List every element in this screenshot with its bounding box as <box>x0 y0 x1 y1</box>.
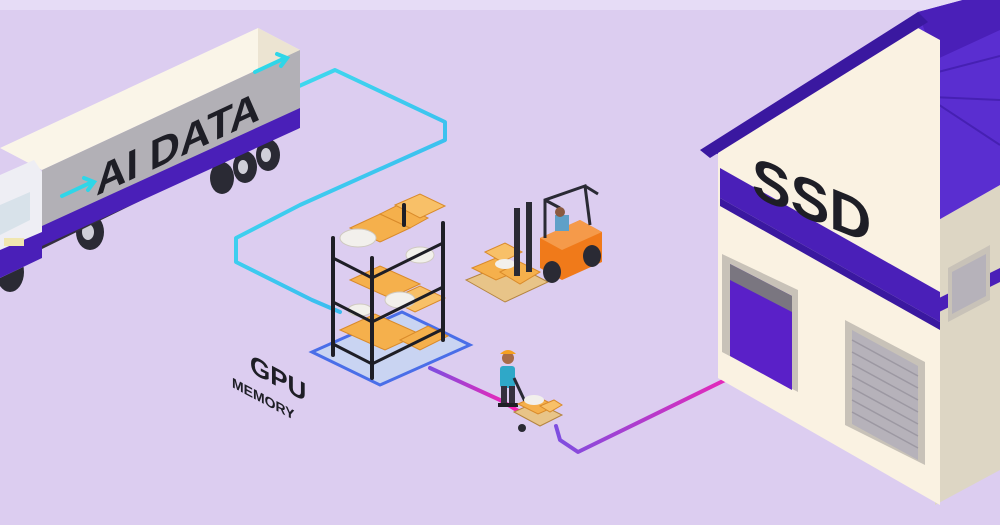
forklift-icon <box>464 183 602 303</box>
worker-icon <box>498 350 518 407</box>
truck-icon <box>0 28 300 292</box>
top-strip <box>0 0 1000 10</box>
data-path-cyan <box>234 68 447 314</box>
data-path-magenta <box>428 356 772 454</box>
shelf-rack-icon <box>331 193 450 380</box>
pallet-jack-icon <box>512 377 564 432</box>
warehouse-icon <box>700 0 1000 505</box>
